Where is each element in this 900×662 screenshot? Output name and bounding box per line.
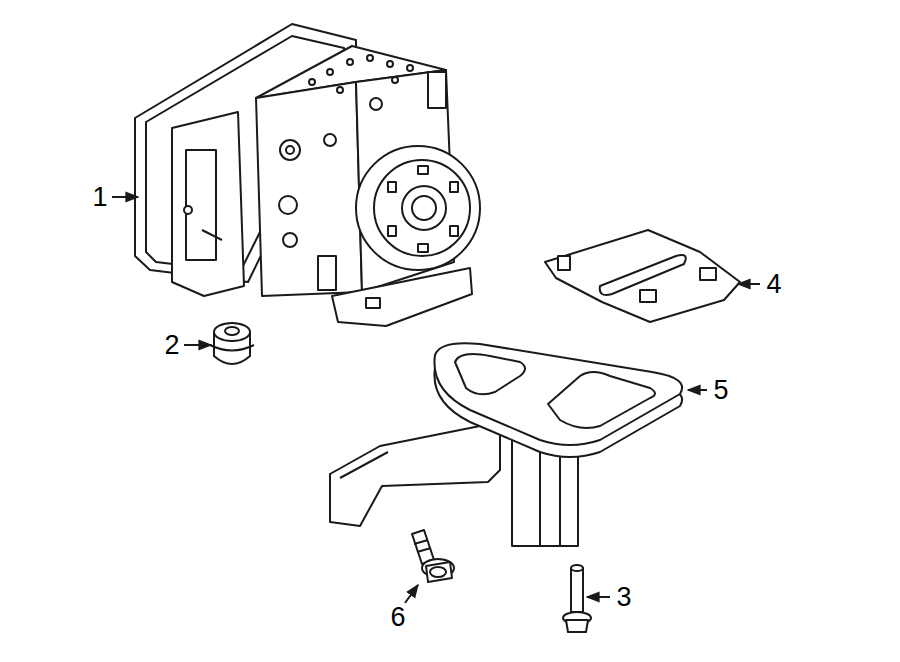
- abs-module: [367, 55, 373, 61]
- abs-module: [388, 182, 396, 192]
- abs-module: [407, 65, 413, 71]
- grommet: [214, 323, 250, 341]
- abs-module: [392, 77, 398, 83]
- upper-bracket: [545, 230, 740, 322]
- flange-bolt: [430, 567, 446, 577]
- flange-bolt: [426, 562, 452, 582]
- flange-bolt: [414, 540, 431, 552]
- lower-bracket: [539, 440, 541, 546]
- abs-module: [418, 244, 428, 252]
- callout-number: 5: [713, 377, 728, 404]
- lower-bracket: [548, 372, 655, 428]
- upper-bracket: [640, 290, 656, 302]
- lower-bracket: [330, 420, 500, 526]
- stud-bolt: [571, 565, 583, 571]
- abs-module: [418, 166, 428, 174]
- callout-number: 2: [164, 332, 179, 359]
- abs-module: [172, 112, 244, 296]
- abs-module: [135, 24, 480, 326]
- flange-bolt: [412, 530, 434, 564]
- grommet: [225, 327, 239, 335]
- abs-module: [356, 146, 480, 270]
- abs-module: [337, 87, 343, 93]
- lower-bracket: [434, 343, 682, 445]
- upper-bracket: [558, 256, 570, 270]
- abs-module: [279, 196, 297, 214]
- abs-module: [184, 206, 192, 214]
- lower-bracket: [330, 343, 682, 546]
- abs-module: [428, 72, 446, 108]
- callout-number: 4: [766, 271, 781, 298]
- abs-module: [370, 98, 382, 110]
- abs-module: [280, 140, 300, 160]
- abs-module: [256, 82, 362, 296]
- abs-module: [450, 226, 458, 236]
- callout-number: 1: [92, 184, 107, 211]
- stud-bolt: [571, 568, 583, 612]
- lower-bracket: [340, 452, 388, 478]
- abs-module: [286, 146, 294, 154]
- leader-line: [587, 596, 610, 598]
- grommet: [210, 345, 254, 351]
- lower-bracket: [455, 354, 525, 394]
- abs-module: [202, 230, 222, 240]
- leader-line: [112, 196, 138, 198]
- abs-module: [318, 256, 336, 290]
- abs-module: [283, 233, 297, 247]
- leader-line: [112, 197, 760, 603]
- abs-module: [327, 69, 333, 75]
- abs-module: [387, 61, 393, 67]
- abs-module: [412, 196, 436, 220]
- abs-module: [402, 186, 446, 230]
- abs-module: [347, 59, 353, 65]
- stud-bolt: [563, 565, 591, 632]
- stud-bolt: [566, 620, 588, 632]
- abs-module: [186, 150, 216, 260]
- abs-module: [450, 182, 458, 192]
- abs-module: [332, 268, 472, 326]
- abs-module: [388, 226, 396, 236]
- leader-line: [688, 389, 707, 391]
- abs-module: [366, 298, 380, 308]
- upper-bracket: [545, 230, 740, 322]
- leader-line: [184, 344, 211, 346]
- grommet: [210, 323, 254, 364]
- leader-line: [405, 585, 418, 603]
- abs-module: [309, 79, 315, 85]
- leader-line: [738, 283, 760, 285]
- abs-module: [374, 160, 470, 256]
- upper-bracket: [700, 268, 716, 280]
- callout-number: 6: [390, 604, 405, 631]
- flange-bolt: [412, 530, 454, 582]
- abs-module: [324, 134, 336, 146]
- callout-number: 3: [616, 584, 631, 611]
